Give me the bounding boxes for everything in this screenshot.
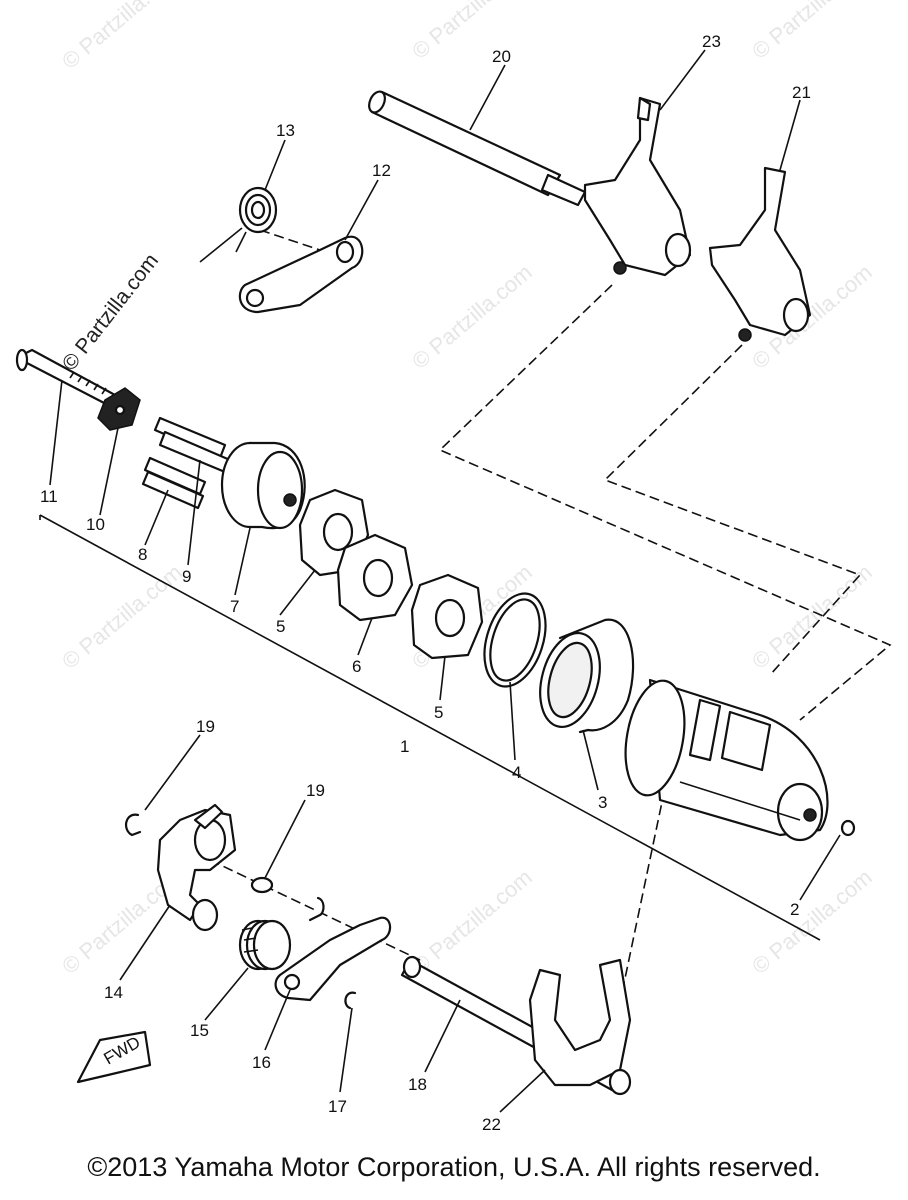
- callout-2: 2: [790, 900, 799, 919]
- part-3-bearing: [539, 618, 635, 734]
- part-6-plate: [336, 533, 414, 622]
- callout-13: 13: [276, 121, 295, 140]
- callout-23: 23: [702, 32, 721, 51]
- callout-4: 4: [512, 763, 521, 782]
- part-20-shaft: [368, 90, 587, 207]
- callout-8: 8: [138, 545, 147, 564]
- callout-labels: 1 2 3 4 5 5 6 7 8 9 10 11 12 13 14 15 16…: [40, 32, 811, 1134]
- part-17-circlip: [344, 991, 357, 1010]
- watermark-primary: © Partzilla.com: [58, 249, 163, 375]
- callout-15: 15: [190, 1021, 209, 1040]
- watermark: © Partzilla.com: [57, 559, 187, 673]
- watermark: © Partzilla.com: [407, 864, 537, 978]
- callout-21: 21: [792, 83, 811, 102]
- part-21-shift-fork: [708, 166, 812, 342]
- callout-6: 6: [352, 657, 361, 676]
- part-8-pins: [141, 456, 207, 510]
- callout-19-upper: 19: [196, 717, 215, 736]
- part-14-shift-arm: [156, 803, 237, 932]
- part-16-shift-plate: [274, 896, 392, 1002]
- copyright-notice: ©2013 Yamaha Motor Corporation, U.S.A. A…: [87, 1152, 821, 1182]
- watermark: © Partzilla.com: [407, 0, 537, 64]
- part-12-stopper-lever: [238, 235, 364, 314]
- callout-20: 20: [492, 47, 511, 66]
- callout-5-upper: 5: [276, 617, 285, 636]
- watermark: © Partzilla.com: [407, 259, 537, 373]
- callout-14: 14: [104, 983, 123, 1002]
- callout-17: 17: [328, 1097, 347, 1116]
- callout-12: 12: [372, 161, 391, 180]
- callout-22: 22: [482, 1115, 501, 1134]
- part-19-circlip: [124, 813, 142, 837]
- part-4-circlip: [483, 592, 547, 688]
- callout-10: 10: [86, 515, 105, 534]
- part-10-segment: [97, 387, 141, 431]
- callout-19-lower: 19: [306, 781, 325, 800]
- part-2-pin: [840, 819, 856, 837]
- callout-16: 16: [252, 1053, 271, 1072]
- callout-11: 11: [40, 487, 58, 506]
- callout-9: 9: [182, 567, 191, 586]
- part-1-shift-drum: [624, 678, 829, 842]
- part-23-shift-fork: [583, 96, 692, 277]
- watermark: © Partzilla.com: [747, 559, 877, 673]
- watermark: © Partzilla.com: [747, 0, 877, 64]
- leader-lines: [49, 49, 841, 1113]
- callout-3: 3: [598, 793, 607, 812]
- part-19-circlip: [250, 876, 274, 894]
- callout-1: 1: [400, 737, 409, 756]
- part-5-plate: [410, 573, 484, 660]
- part-15-spring: [238, 919, 292, 971]
- part-13-spring: [199, 186, 278, 263]
- part-7-cam: [220, 441, 306, 530]
- callout-5-lower: 5: [434, 703, 443, 722]
- callout-7: 7: [230, 597, 239, 616]
- fwd-marker: FWD: [76, 1030, 152, 1084]
- part-22-shift-fork: [528, 958, 632, 1096]
- callout-18: 18: [408, 1075, 427, 1094]
- watermark: © Partzilla.com: [57, 0, 187, 74]
